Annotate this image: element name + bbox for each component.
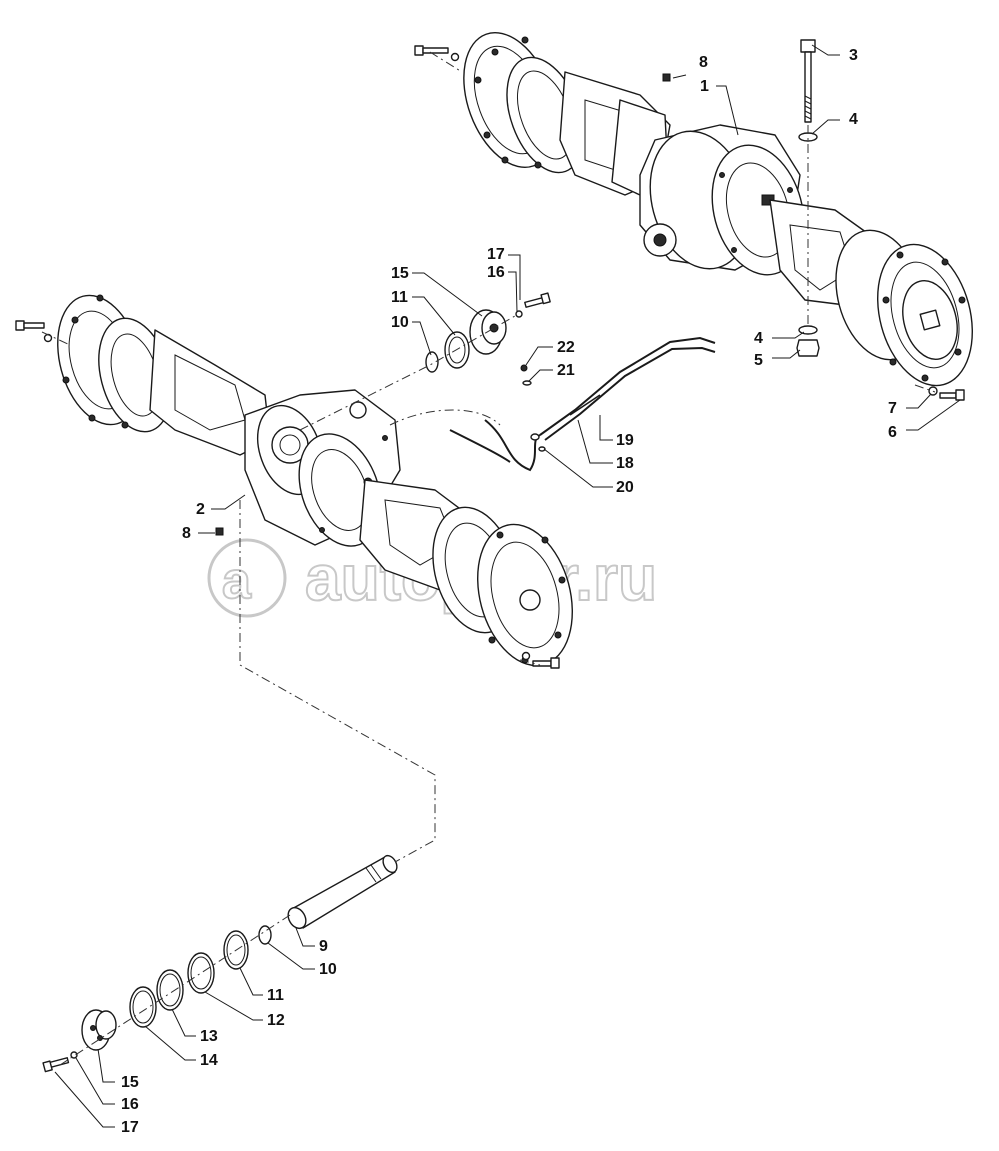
pivot-pin	[287, 854, 398, 930]
callout-rear-1: 1	[700, 78, 709, 95]
callout-shaft-17: 17	[121, 1119, 139, 1136]
rear-axle-right-hub	[835, 229, 973, 387]
rear-axle-differential	[639, 124, 805, 276]
front-axle-differential	[244, 389, 401, 547]
callout-rear-4-upper: 4	[849, 111, 858, 128]
pin-cover-washer	[70, 1051, 78, 1059]
callout-labels: 8 1 3 4 4 5 7 6 17 16 15 11 10 22 21 19 …	[121, 47, 897, 1136]
callout-shaft-9: 9	[319, 938, 328, 955]
pivot-shaft-group	[42, 854, 398, 1073]
front-axle-hub-bolt-left	[15, 320, 53, 343]
callout-shaft-10: 10	[319, 961, 337, 978]
pin-shim-14	[129, 986, 157, 1028]
callout-shaft-12: 12	[267, 1012, 285, 1029]
callout-shaft-11: 11	[267, 987, 284, 1004]
front-axle-right-hub	[432, 506, 573, 667]
callout-front-18: 18	[616, 455, 634, 472]
callout-front-8: 8	[182, 525, 191, 542]
pin-o-ring	[258, 925, 272, 945]
callout-shaft-13: 13	[200, 1028, 218, 1045]
rear-axle-plug	[662, 73, 671, 82]
front-pivot-parts	[425, 292, 551, 373]
callout-shaft-16: 16	[121, 1096, 139, 1113]
callout-front-11: 11	[391, 289, 408, 306]
callout-front-2: 2	[196, 501, 205, 518]
front-axle-hub-bolt-right	[521, 651, 560, 669]
assembly-center-lines	[41, 51, 936, 1066]
callout-rear-4-lower: 4	[754, 330, 763, 347]
callout-front-10: 10	[391, 314, 409, 331]
callout-rear-5: 5	[754, 352, 763, 369]
callout-shaft-15: 15	[121, 1074, 139, 1091]
pivot-bolt	[524, 292, 551, 308]
pivot-cover	[469, 309, 507, 355]
callout-rear-8: 8	[699, 54, 708, 71]
callout-front-15: 15	[391, 265, 409, 282]
rear-axle-washer-lower	[798, 325, 818, 335]
front-axle-assembly	[15, 294, 573, 669]
callout-front-22: 22	[557, 339, 575, 356]
watermark-logo-icon	[207, 538, 287, 618]
pivot-o-ring	[425, 351, 439, 373]
callout-front-19: 19	[616, 432, 634, 449]
callout-leaders	[54, 44, 961, 1128]
callout-shaft-14: 14	[200, 1052, 218, 1069]
callout-front-21: 21	[557, 362, 575, 379]
rear-axle-mounting-bolt	[800, 39, 816, 123]
pin-cover-bolt	[42, 1057, 70, 1073]
callout-front-20: 20	[616, 479, 634, 496]
front-axle-plug	[215, 527, 224, 536]
svg-text:a: a	[222, 552, 252, 610]
pivot-washer	[515, 310, 523, 318]
rear-axle-hub-bolt-right	[928, 386, 965, 401]
callout-front-16: 16	[487, 264, 505, 281]
callout-front-17: 17	[487, 246, 505, 263]
pin-shim-13	[156, 969, 184, 1011]
brake-lines	[449, 336, 716, 472]
pin-cover	[81, 1009, 117, 1051]
callout-rear-3: 3	[849, 47, 858, 64]
rear-axle-assembly	[414, 31, 973, 401]
rear-axle-hub-bolt-left	[414, 45, 460, 62]
callout-rear-7: 7	[888, 400, 897, 417]
pin-shim-12	[187, 952, 215, 994]
rear-axle-nut	[796, 339, 820, 357]
callout-rear-6: 6	[888, 424, 897, 441]
